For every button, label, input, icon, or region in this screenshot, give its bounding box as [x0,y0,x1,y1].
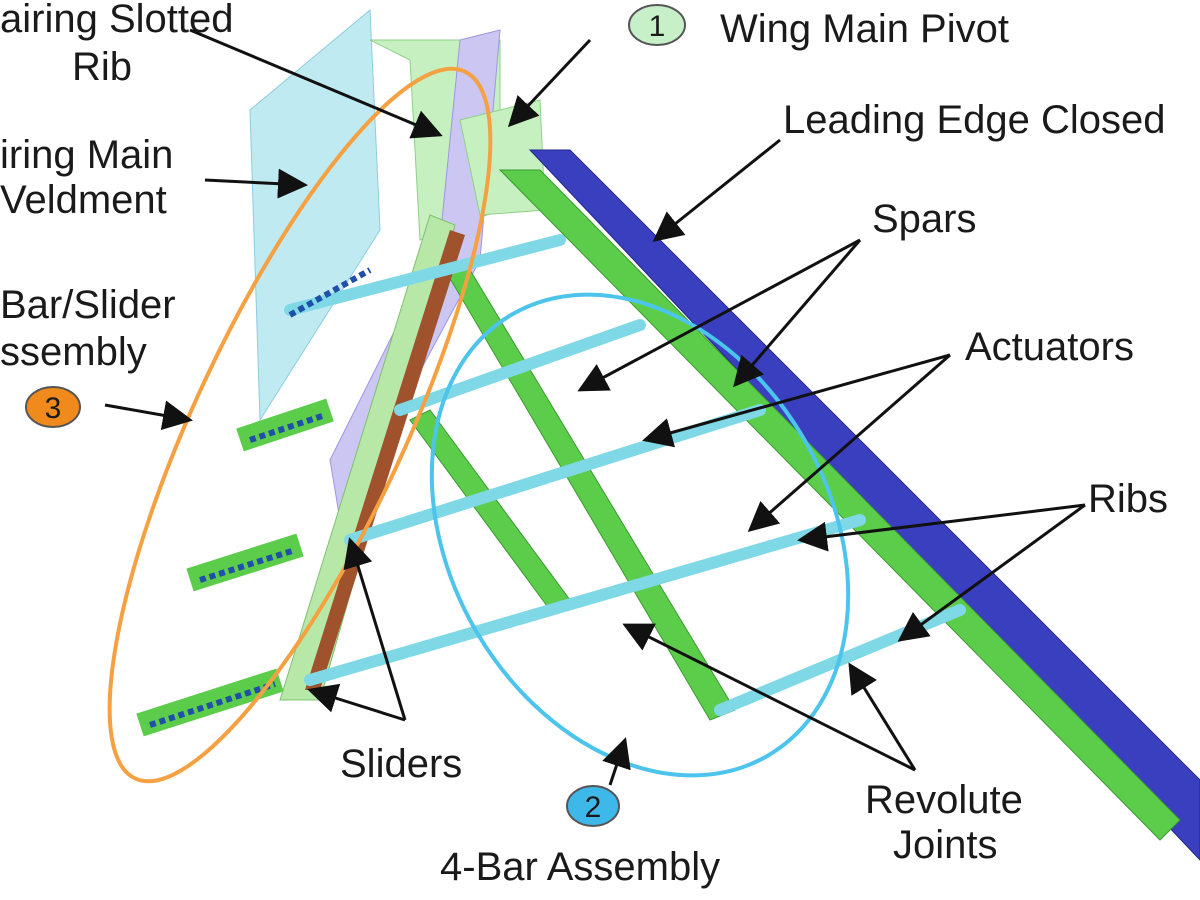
badge-2: 2 [566,785,620,827]
label-wing-main-pivot: Wing Main Pivot [720,7,1009,51]
badge-3-text: 3 [45,392,62,425]
leader-lines [104,28,1086,786]
badge-1: 1 [628,4,686,46]
label-bar-slider-line1: Bar/Slider [0,283,176,327]
label-fairing-main-line1: iring Main [0,133,173,177]
label-sliders: Sliders [340,742,462,786]
label-actuators: Actuators [965,325,1134,369]
bar-slider-ellipse [107,66,493,784]
label-four-bar-assembly: 4-Bar Assembly [440,845,720,889]
label-fairing-main-line2: Veldment [0,178,167,222]
label-revolute-line2: Joints [893,823,998,867]
badge-2-text: 2 [585,791,602,824]
label-bar-slider-line2: ssembly [0,330,147,374]
slider-springs [149,267,372,728]
four-bar-ellipse [429,292,851,778]
label-fairing-slotted-rib-line1: airing Slotted [0,0,233,41]
badge-1-text: 1 [649,10,666,43]
label-spars: Spars [872,197,977,241]
label-fairing-slotted-rib-line2: Rib [72,45,132,89]
label-revolute-line1: Revolute [865,778,1023,822]
slider-rail [305,230,465,690]
fairing-main-weldment [249,8,381,422]
label-ribs: Ribs [1088,477,1168,521]
badge-3: 3 [25,386,81,428]
label-leading-edge: Leading Edge Closed [783,98,1166,142]
